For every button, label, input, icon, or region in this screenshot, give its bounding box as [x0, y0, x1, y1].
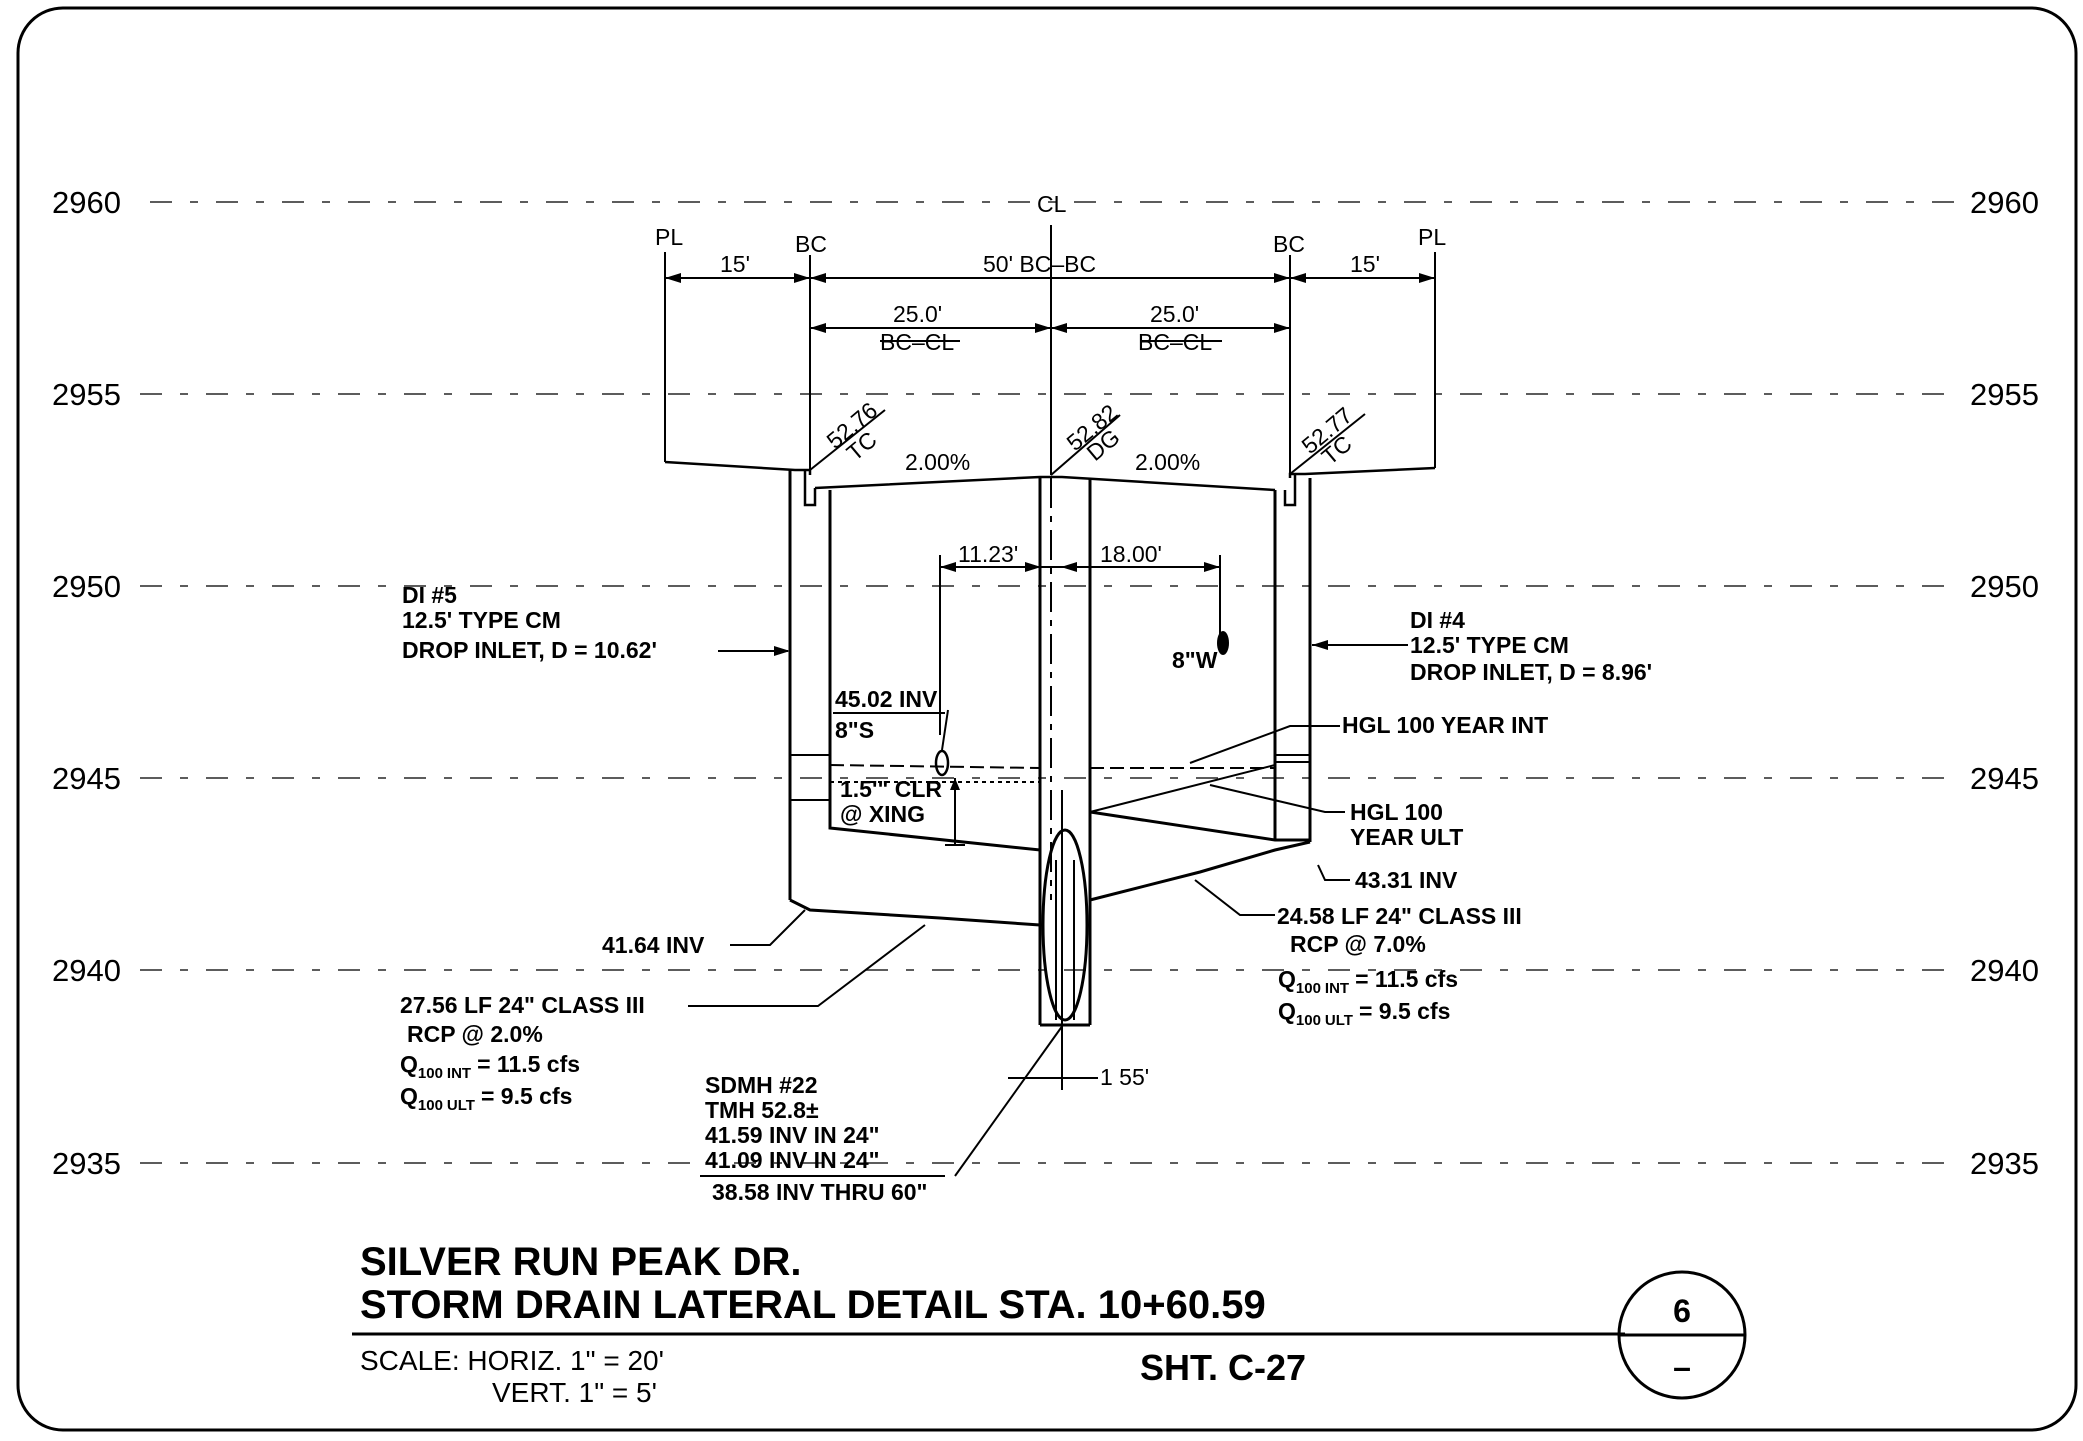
dim-50-bc-bc: 50' BC–BC [983, 251, 1096, 277]
sdmh-line1: SDMH #22 [705, 1072, 817, 1098]
detail-number: 6 [1673, 1293, 1691, 1329]
scale-vertical: VERT. 1" = 5' [492, 1377, 657, 1408]
dim-18-00: 18.00' [1100, 541, 1162, 567]
di4-note: DI #4 12.5' TYPE CM DROP INLET, D = 8.96… [1312, 607, 1652, 685]
elev-label-left-2960: 2960 [52, 185, 121, 220]
dim-15-left: 15' [720, 251, 750, 277]
title-line1: SILVER RUN PEAK DR. [360, 1240, 802, 1284]
elev-label-left-2955: 2955 [52, 377, 121, 412]
elevation-labels-left: 2960 2955 2950 2945 2940 2935 [52, 185, 121, 1181]
rcp-left-line1: 27.56 LF 24" CLASS III [400, 992, 645, 1018]
elev-label-right-2950: 2950 [1970, 569, 2039, 604]
hgl-100-int-label: HGL 100 YEAR INT [1342, 712, 1548, 738]
sdmh-line2: TMH 52.8± [705, 1097, 819, 1123]
scale-horizontal: SCALE: HORIZ. 1" = 20' [360, 1345, 664, 1376]
elev-label-right-2945: 2945 [1970, 761, 2039, 796]
di4-note-line1: DI #4 [1410, 607, 1465, 633]
bc-cl-right: BC–CL [1138, 329, 1212, 355]
elevation-grid [140, 201, 1960, 1164]
pl-label-right: PL [1418, 224, 1446, 250]
slope-left: 2.00% [905, 449, 970, 475]
clearance-label-2: @ XING [840, 801, 925, 827]
sdmh-line3: 41.59 INV IN 24" [705, 1122, 880, 1148]
inv-43-31-label: 43.31 INV [1355, 867, 1458, 893]
rcp-right-line1: 24.58 LF 24" CLASS III [1277, 903, 1522, 929]
elevation-labels-right: 2960 2955 2950 2945 2940 2935 [1970, 185, 2039, 1181]
elev-label-right-2955: 2955 [1970, 377, 2039, 412]
elev-label-right-2940: 2940 [1970, 953, 2039, 988]
di4-note-line3: DROP INLET, D = 8.96' [1410, 659, 1652, 685]
rcp-right-line2: RCP @ 7.0% [1290, 931, 1426, 957]
detail-sheet-ref: – [1673, 1349, 1691, 1385]
utilities [934, 631, 1229, 846]
slope-right: 2.00% [1135, 449, 1200, 475]
bc-label-left: BC [795, 231, 827, 257]
elev-label-left-2950: 2950 [52, 569, 121, 604]
inv-45-02-label: 45.02 INV [835, 686, 938, 712]
elev-label-left-2945: 2945 [52, 761, 121, 796]
sdmh-line5: 38.58 INV THRU 60" [712, 1179, 927, 1205]
pl-label-left: PL [655, 224, 683, 250]
bc-cl-left: BC–CL [880, 329, 954, 355]
elev-label-left-2940: 2940 [52, 953, 121, 988]
sewer-8in-label: 8"S [835, 717, 874, 743]
di5-note-line2: 12.5' TYPE CM [402, 607, 561, 633]
dim-25-left: 25.0' [893, 301, 942, 327]
di5-note-line3: DROP INLET, D = 10.62' [402, 637, 657, 663]
title-block: SILVER RUN PEAK DR. STORM DRAIN LATERAL … [352, 1240, 1747, 1408]
dim-15-right: 15' [1350, 251, 1380, 277]
sdmh-line4: 41.09 INV IN 24" [705, 1147, 880, 1173]
sewer-pipe-8in [934, 749, 950, 777]
hgl-100-ult-label-1: HGL 100 [1350, 799, 1443, 825]
inv-41-64-label: 41.64 INV [602, 932, 705, 958]
sdmh-note: SDMH #22 TMH 52.8± 41.59 INV IN 24" 41.0… [700, 1024, 1064, 1205]
water-pipe-8in [1217, 631, 1229, 655]
sheet-number: SHT. C-27 [1140, 1347, 1306, 1388]
di4-note-line2: 12.5' TYPE CM [1410, 632, 1569, 658]
right-of-way-lines [664, 225, 1436, 475]
rcp-left-line2: RCP @ 2.0% [407, 1021, 543, 1047]
elev-label-right-2935: 2935 [1970, 1146, 2039, 1181]
sheet-border [16, 6, 2078, 1432]
dim-1-55: 1 55' [1100, 1064, 1149, 1090]
dim-11-23: 11.23' [958, 541, 1018, 567]
di5-note-line1: DI #5 [402, 582, 457, 608]
dim-25-right: 25.0' [1150, 301, 1199, 327]
bc-label-right: BC [1273, 231, 1305, 257]
elev-label-right-2960: 2960 [1970, 185, 2039, 220]
elev-label-left-2935: 2935 [52, 1146, 121, 1181]
road-section [664, 460, 1436, 507]
hgl-100-ult-label-2: YEAR ULT [1350, 824, 1463, 850]
title-line2: STORM DRAIN LATERAL DETAIL STA. 10+60.59 [360, 1283, 1266, 1327]
water-8in-label: 8"W [1172, 647, 1218, 673]
dimension-lines [665, 273, 1435, 1079]
sdmh-22 [1038, 478, 1092, 1090]
clearance-label-1: 1.5'" CLR [840, 776, 942, 802]
di5-note: DI #5 12.5' TYPE CM DROP INLET, D = 10.6… [402, 582, 790, 663]
cl-label: CL [1037, 191, 1067, 217]
